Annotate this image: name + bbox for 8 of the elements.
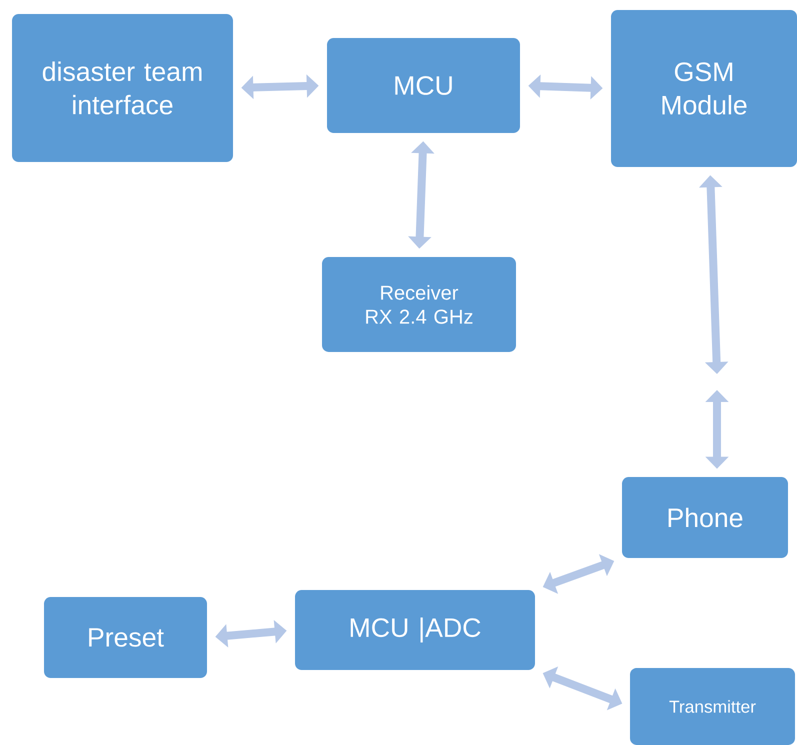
block-box: disaster team interface	[12, 14, 233, 162]
block-box: MCU |ADC	[295, 590, 535, 670]
block-box: Transmitter	[630, 668, 795, 745]
block-box: Receiver RX 2.4 GHz	[322, 256, 516, 352]
block-box: GSM Module	[611, 10, 797, 167]
block-box: MCU	[327, 38, 520, 133]
block-box: Preset	[44, 597, 207, 678]
block-box: Phone	[622, 477, 788, 558]
